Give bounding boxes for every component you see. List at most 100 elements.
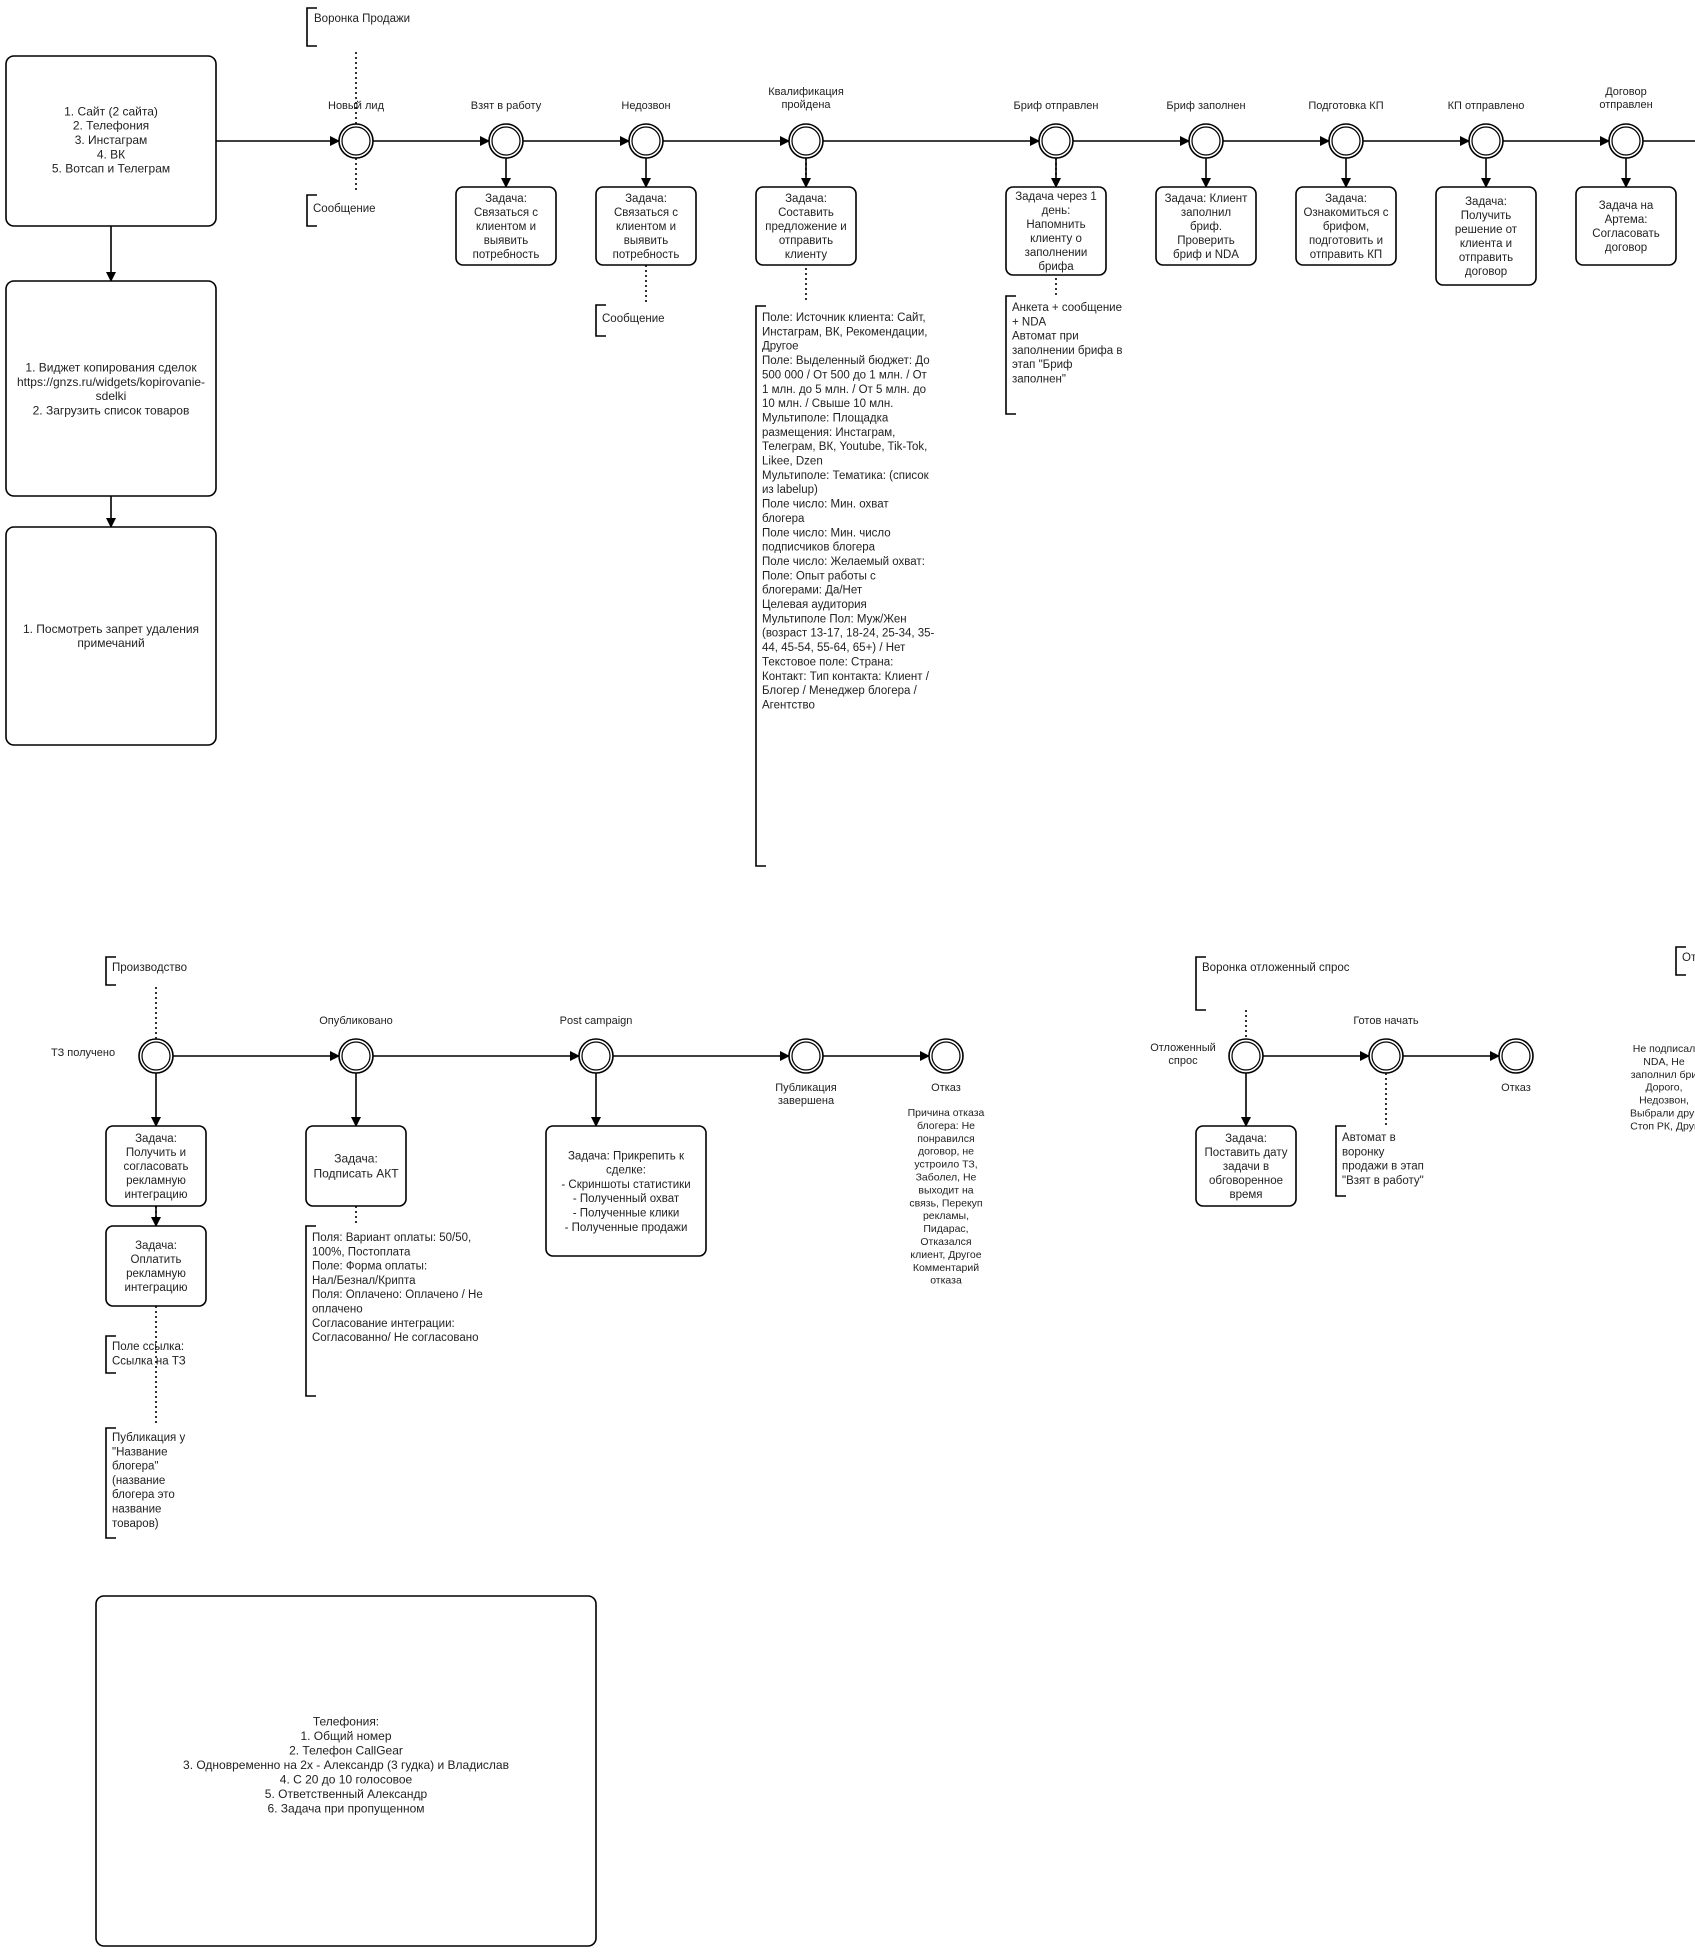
task-text-line: бриф и NDA — [1173, 249, 1239, 261]
funnel-title-cutoff-line: От — [1682, 952, 1695, 964]
task-text-line: потребность — [613, 249, 680, 261]
note-bracket-qualification — [755, 305, 766, 867]
task-text-line: Задача через 1 — [1015, 191, 1097, 203]
stage-label: Недозвон — [621, 100, 670, 112]
link-note-line: Поле ссылка: — [112, 1341, 184, 1353]
task-text-line: Поставить дату — [1205, 1147, 1288, 1159]
task-text-line: Задача: — [1325, 193, 1367, 205]
task-text-line: Проверить — [1177, 235, 1235, 247]
task-text-line: Получить и — [126, 1147, 186, 1159]
task-text-line: Задача: — [135, 1240, 177, 1252]
stage-label-line: Отказ — [1501, 1082, 1531, 1094]
stage-node-inner — [791, 1041, 821, 1071]
task-text-line: выявить — [484, 235, 528, 247]
brief-note-line: Анкета + сообщение — [1012, 302, 1122, 314]
task-text: Задача:Подписать АКТ — [313, 1152, 399, 1181]
telephony-text-line: 5. Ответственный Александр — [265, 1787, 428, 1801]
stage-label: Новый лид — [328, 100, 385, 112]
task-text-line: Задача: — [1465, 196, 1507, 208]
publication-note-line: блогера это — [112, 1489, 175, 1501]
refusal-reasons-line: Комментарий — [913, 1262, 979, 1274]
brief-note-line: заполнении брифа в — [1012, 345, 1122, 357]
link-note: Поле ссылка: Ссылка на ТЗ — [112, 1341, 186, 1367]
stage-label-line: пройдена — [781, 99, 831, 111]
stage-node-inner — [341, 126, 371, 156]
stage-node-inner — [1191, 126, 1221, 156]
task-text-line: интеграцию — [125, 1189, 188, 1201]
qualification-fields-line: блогера — [762, 513, 805, 525]
task-text-line: отправить — [1459, 252, 1513, 264]
stage-label-line: Новый лид — [328, 100, 385, 112]
cutoff-reasons-line: Выбрали друг — [1630, 1108, 1695, 1120]
task-text-line: клиентом и — [616, 221, 676, 233]
qualification-fields-line: (возраст 13-17, 18-24, 25-34, 35- — [762, 628, 935, 640]
stage-node-inner — [141, 1041, 171, 1071]
qualification-fields-line: 1 млн. до 5 млн. / От 5 млн. до — [762, 384, 926, 396]
task-text-line: - Скриншоты статистики — [561, 1179, 690, 1191]
payment-fields-line: Поле: Форма оплаты: — [312, 1261, 427, 1273]
task-text-line: брифом, — [1323, 221, 1369, 233]
widget-text-line: 1. Виджет копирования сделок — [25, 361, 197, 375]
stage-label: Post campaign — [560, 1015, 633, 1027]
stage-label: Бриф отправлен — [1014, 100, 1099, 112]
funnel-title-sales-line: Воронка Продажи — [314, 13, 410, 25]
qualification-fields-line: Мультиполе: Площадка — [762, 412, 889, 424]
funnel-title-deferred: Воронка отложенный спрос — [1202, 962, 1350, 974]
refusal-reasons-line: Пидарас, — [923, 1223, 968, 1235]
telephony-text-line: Телефония: — [313, 1714, 379, 1728]
note-bracket-publication — [105, 1427, 116, 1539]
telephony-text-line: 1. Общий номер — [300, 1729, 391, 1743]
stage-label: Готов начать — [1353, 1015, 1419, 1027]
brief-note-line: + NDA — [1012, 316, 1047, 328]
stage-node-inner — [1611, 126, 1641, 156]
auto-note-line: Автомат в — [1342, 1132, 1396, 1144]
stage-node-inner — [1371, 1041, 1401, 1071]
brief-note-line: Автомат при — [1012, 331, 1079, 343]
refusal-reasons-line: Отказался — [920, 1236, 971, 1248]
task-box — [1195, 1125, 1297, 1207]
title-bracket-cutoff — [1675, 946, 1686, 976]
stage-label-line: Взят в работу — [471, 100, 542, 112]
stage-label-line: Публикация — [775, 1082, 837, 1094]
refusal-reasons-line: отказа — [930, 1275, 962, 1287]
stage-node-inner — [1501, 1041, 1531, 1071]
task-text-line: Задача: — [334, 1152, 378, 1166]
qualification-fields-line: Текстовое поле: Страна: — [762, 656, 893, 668]
payment-fields-line: 100%, Постоплата — [312, 1246, 411, 1258]
shapes-layer — [5, 7, 1686, 1947]
payment-fields-line: Нал/Безнал/Крипта — [312, 1275, 416, 1287]
note-message-line: Сообщение — [602, 313, 665, 325]
task-text-line: Оплатить — [131, 1254, 182, 1266]
task-text-line: выявить — [624, 235, 668, 247]
task-text-line: клиента и — [1460, 238, 1512, 250]
stage-label-line: Недозвон — [621, 100, 670, 112]
telephony-text-line: 6. Задача при пропущенном — [267, 1801, 424, 1815]
cutoff-reasons-line: заполнил бри — [1631, 1069, 1695, 1081]
qualification-fields-line: Поле число: Мин. охват — [762, 499, 889, 511]
task-box — [1005, 186, 1107, 276]
stage-label-line: отправлен — [1599, 99, 1652, 111]
notes-box — [5, 526, 217, 746]
telephony-text-line: 3. Одновременно на 2х - Александр (3 гуд… — [183, 1758, 509, 1772]
refusal-reasons-line: Заболел, Не — [916, 1172, 977, 1184]
note-bracket-newlead — [306, 194, 317, 227]
task-box — [1155, 186, 1257, 266]
link-note-line: Ссылка на ТЗ — [112, 1355, 186, 1367]
widget-text-line: 2. Загрузить список товаров — [33, 403, 190, 417]
task-box — [105, 1125, 207, 1207]
stage-label-line: ТЗ получено — [51, 1047, 115, 1059]
note-bracket-missed — [595, 304, 606, 337]
stage-node-inner — [1331, 126, 1361, 156]
task-text-line: договор — [1605, 242, 1647, 254]
task-box — [545, 1125, 707, 1257]
task-text-line: Составить — [778, 207, 834, 219]
task-box — [1295, 186, 1397, 266]
